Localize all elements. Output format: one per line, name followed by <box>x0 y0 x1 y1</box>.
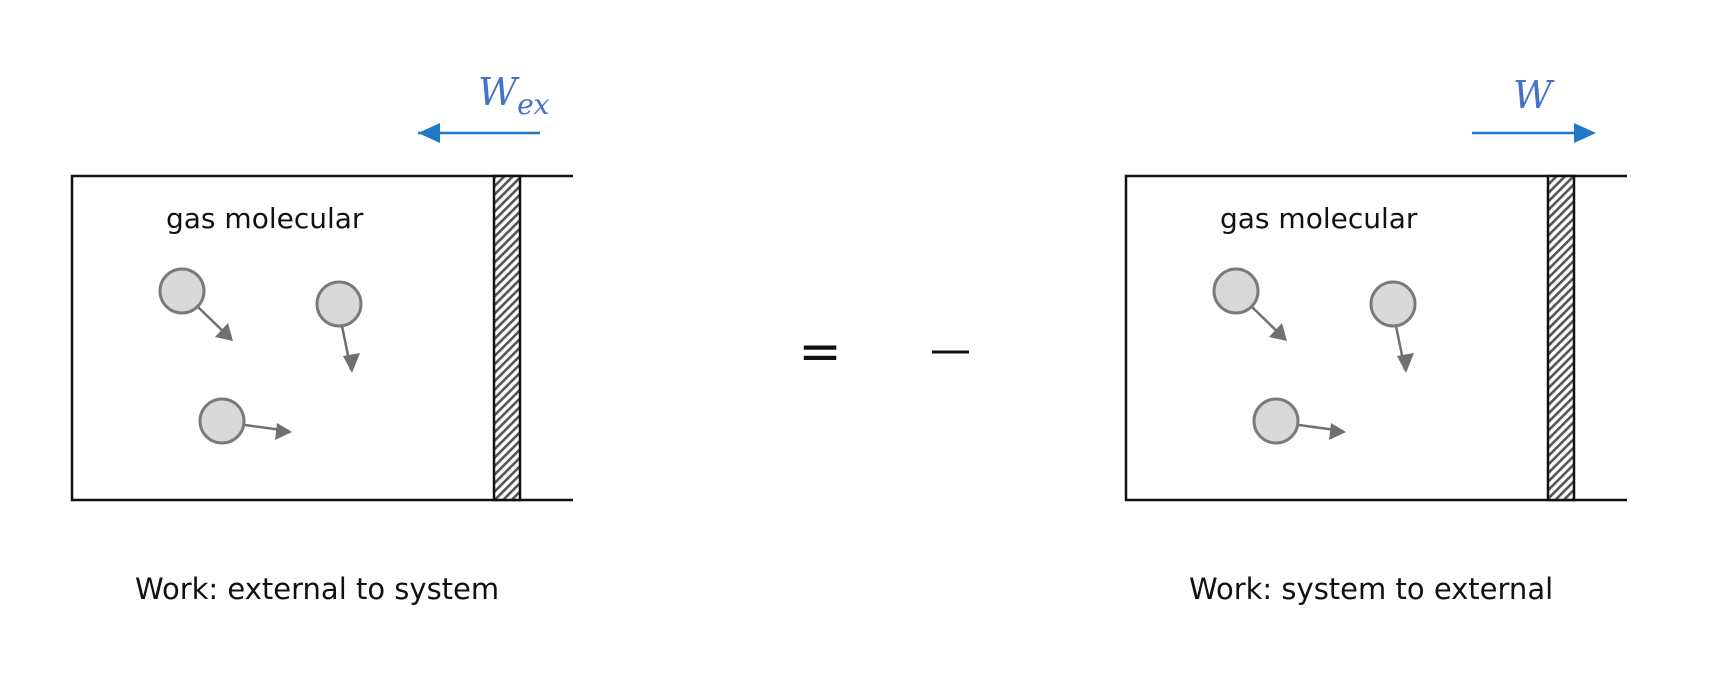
right-work-label: W <box>1513 73 1555 117</box>
gas-molecule <box>1212 267 1260 315</box>
relation-operators: = <box>798 322 969 382</box>
left-work-label: Wex <box>478 70 550 121</box>
right-molecules <box>1212 267 1417 445</box>
left-work-subscript: ex <box>517 88 550 121</box>
gas-molecule <box>198 397 246 445</box>
left-panel: Wex gas molecular Work: external to syst… <box>70 70 573 606</box>
right-caption: Work: system to external <box>1189 572 1553 606</box>
equals-sign: = <box>798 322 842 382</box>
gas-molecule <box>315 280 363 328</box>
right-panel: W gas molecular Work: system to external <box>1124 73 1627 606</box>
left-work-symbol: W <box>478 70 520 114</box>
right-piston <box>1546 174 1576 502</box>
left-caption: Work: external to system <box>135 572 499 606</box>
right-arrow-head <box>1574 123 1596 143</box>
left-container <box>70 174 573 502</box>
right-container <box>1124 174 1627 502</box>
left-molecules <box>158 267 363 445</box>
left-arrow-head <box>418 123 440 143</box>
left-box-label: gas molecular <box>166 202 364 235</box>
gas-molecule <box>1252 397 1300 445</box>
gas-molecule <box>158 267 206 315</box>
right-box-label: gas molecular <box>1220 202 1418 235</box>
left-piston <box>492 174 522 502</box>
gas-molecule <box>1369 280 1417 328</box>
